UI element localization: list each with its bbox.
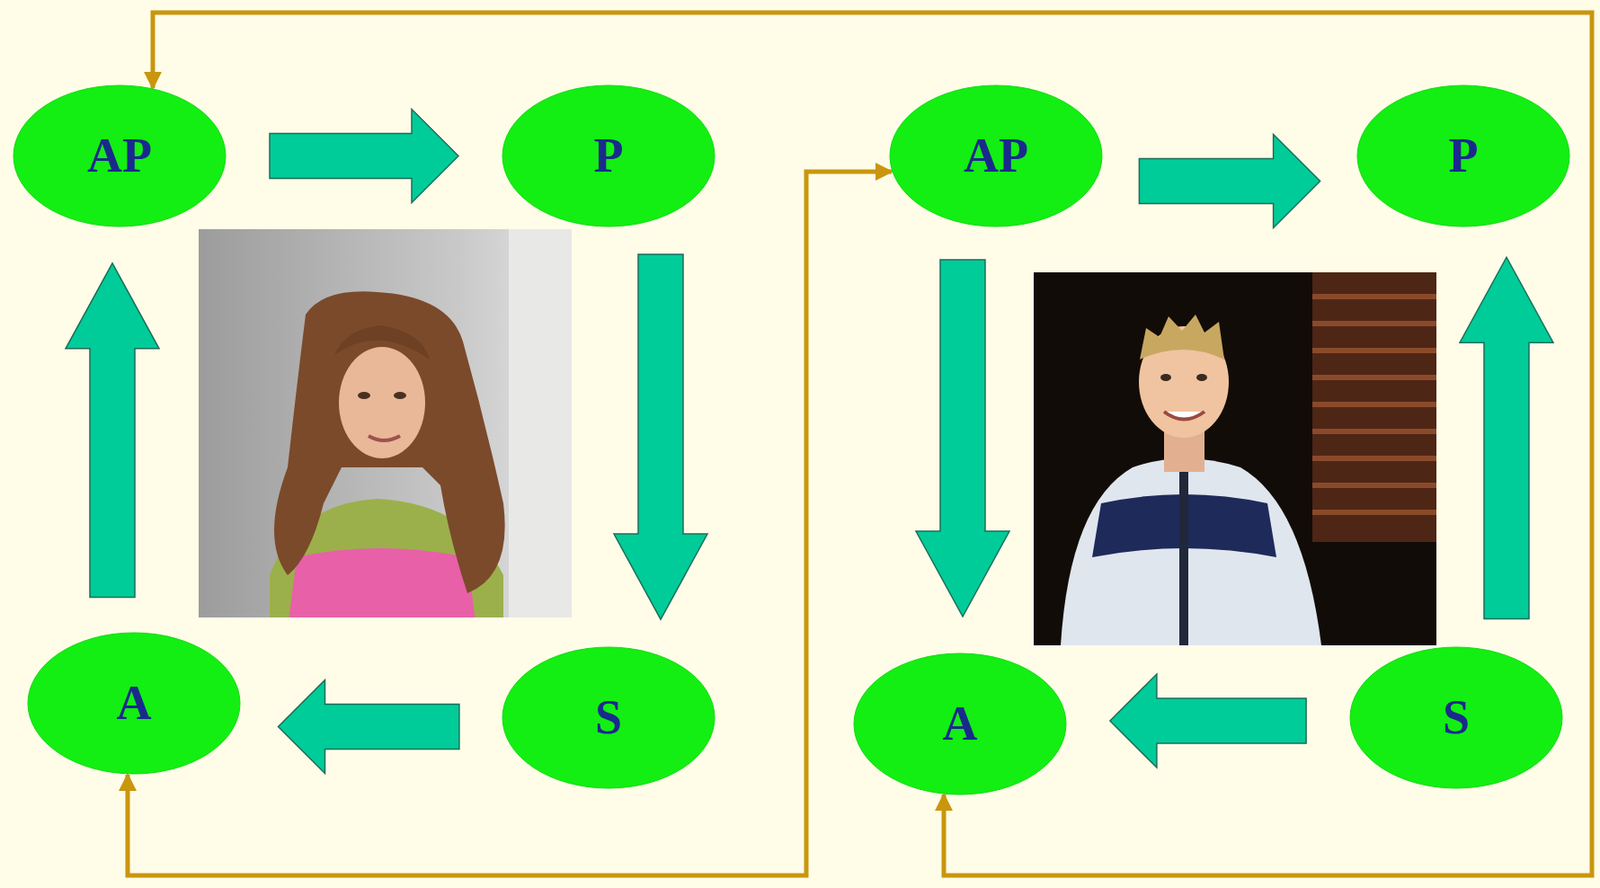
block-arrow	[269, 109, 459, 204]
block-arrow	[278, 680, 460, 774]
ellipse-shape	[27, 632, 240, 774]
photo-bricks	[1312, 272, 1437, 543]
photo-fringe	[334, 325, 430, 360]
ellipse-node: AP	[888, 84, 1103, 228]
node-label: A	[942, 697, 978, 751]
ellipse-shape	[1350, 647, 1563, 789]
node-label: S	[1442, 691, 1470, 745]
photo-girl	[198, 229, 572, 618]
block-arrow	[1110, 674, 1307, 768]
feedback-line	[152, 12, 1592, 876]
block-arrow	[1459, 257, 1554, 619]
ellipse-shape	[889, 85, 1103, 227]
node-label: S	[595, 691, 623, 745]
node-text-stack: AP	[963, 129, 1029, 183]
ellipse-node: P	[501, 84, 716, 228]
block-arrow	[1138, 134, 1320, 229]
photo-face	[338, 346, 426, 459]
photo-hair	[274, 291, 506, 594]
feedback-line	[127, 171, 892, 876]
node-text-stack: S	[1442, 691, 1470, 745]
ellipse-node: S	[1349, 646, 1564, 790]
photo-boy	[1033, 272, 1437, 646]
ellipse-shape	[502, 647, 715, 789]
photo-shirt	[287, 548, 477, 618]
block-arrow	[613, 254, 708, 620]
node-label: A	[116, 676, 152, 730]
ellipse-shape	[502, 85, 715, 227]
photo-eye	[1196, 373, 1208, 382]
node-text-stack: AP	[87, 129, 152, 183]
block-arrow	[915, 259, 1010, 617]
photo-brick-lines	[1312, 296, 1437, 513]
block-arrow	[65, 263, 160, 598]
photo-zipper	[1179, 467, 1189, 646]
photo-sweater	[1060, 458, 1322, 646]
photo-eye	[1160, 373, 1172, 382]
node-text-stack: A	[942, 697, 978, 751]
ellipse-node: S	[501, 646, 716, 790]
node-label: P	[1448, 129, 1479, 183]
photo-eye	[393, 391, 407, 400]
ellipse-node: P	[1356, 84, 1571, 228]
node-label: P	[594, 129, 624, 183]
ellipse-shape	[13, 85, 226, 227]
photo-eye	[357, 391, 371, 400]
ellipse-shape	[1357, 85, 1570, 227]
node-text-stack: P	[1448, 129, 1479, 183]
ellipse-shape	[853, 653, 1067, 795]
node-text-stack: A	[116, 676, 152, 730]
photo-smile	[1164, 411, 1205, 420]
ellipse-node: A	[26, 631, 241, 775]
node-text-stack: S	[595, 691, 623, 745]
photo-background	[1033, 272, 1437, 646]
photo-wall	[508, 229, 572, 618]
photo-mouth	[368, 435, 400, 441]
node-text-stack: P	[594, 129, 624, 183]
ellipse-node: AP	[12, 84, 227, 228]
photo-hair	[1139, 314, 1225, 360]
node-label: AP	[963, 129, 1029, 183]
ellipse-node: A	[853, 652, 1067, 796]
node-label: AP	[87, 129, 152, 183]
